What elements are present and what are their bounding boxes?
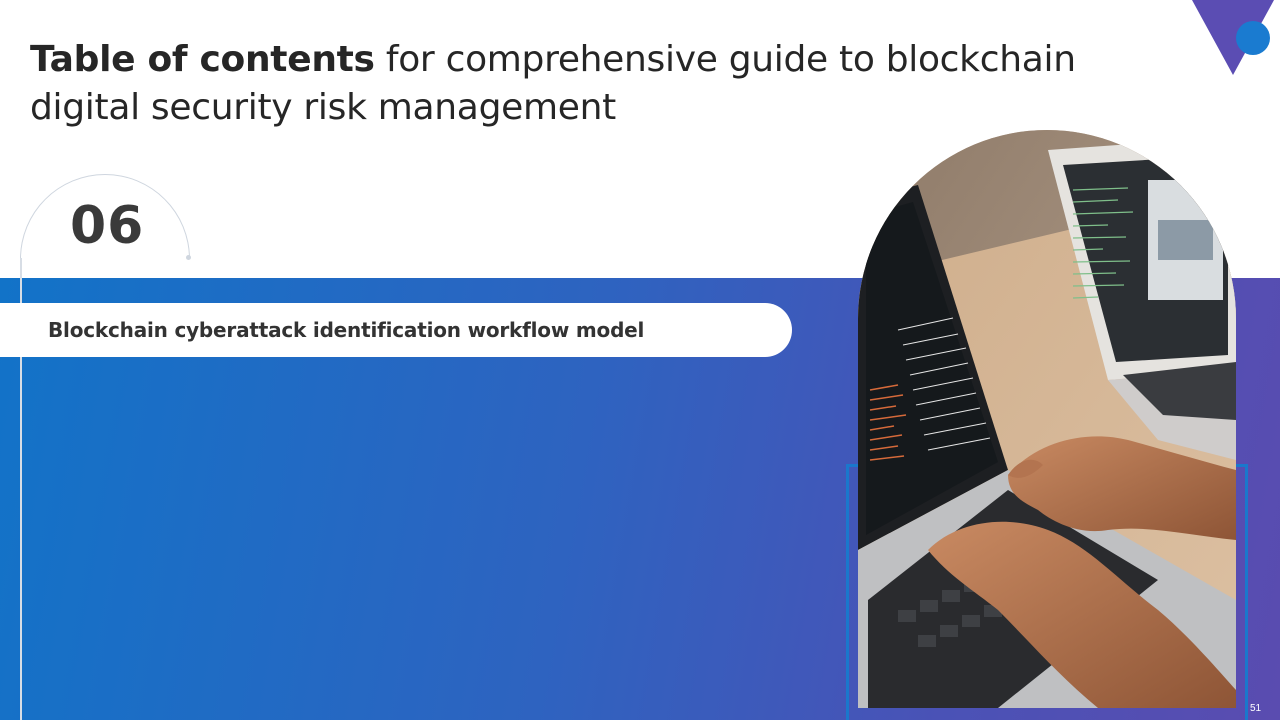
page-number: 51 bbox=[1250, 703, 1262, 714]
corner-decoration bbox=[1192, 0, 1274, 75]
toc-item[interactable]: Blockchain cyberattack identification wo… bbox=[0, 303, 792, 357]
section-number: 06 bbox=[70, 196, 145, 256]
title-bold: Table of contents bbox=[30, 39, 375, 80]
arc-end-dot bbox=[186, 255, 191, 260]
timeline-line bbox=[20, 258, 22, 720]
slide-title: Table of contents for comprehensive guid… bbox=[30, 36, 1130, 132]
toc-item-label: Blockchain cyberattack identification wo… bbox=[48, 318, 645, 342]
title-rest: for comprehensive guide to blockchain di… bbox=[30, 39, 1076, 128]
photo-illustration bbox=[858, 130, 1236, 708]
laptop-typing-photo bbox=[858, 130, 1236, 708]
